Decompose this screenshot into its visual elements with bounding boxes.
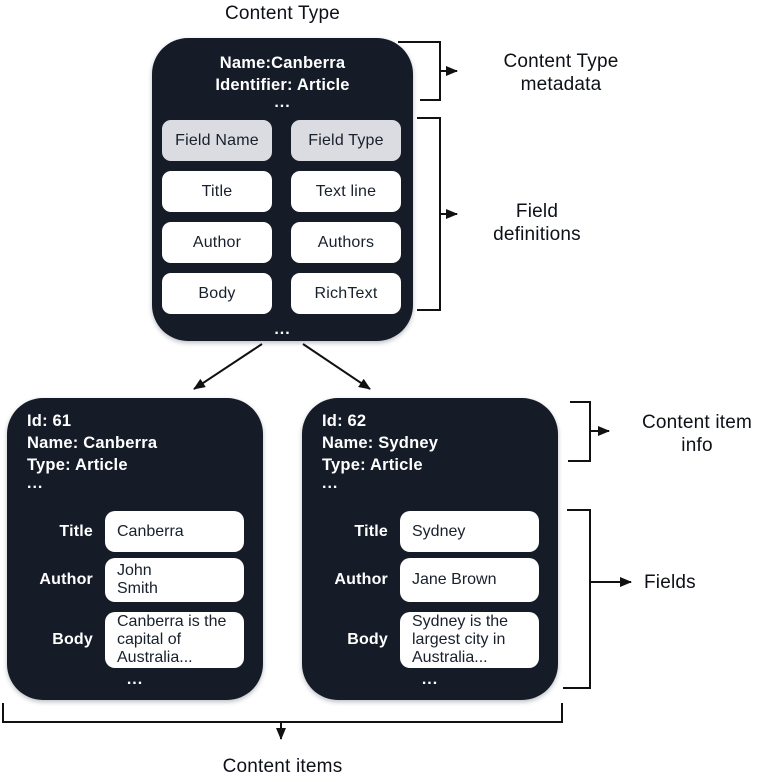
field-label: Title [59,522,93,540]
label-fields: Fields [644,572,696,593]
field-value: Jane Brown [400,558,539,602]
field-type-cell: Text line [291,171,401,212]
item-fields-ellipsis: ... [421,671,439,688]
content-type-name: Name:Canberra [219,54,346,72]
content-type-box: Name:Canberra Identifier: Article ... Fi… [152,38,413,341]
item-info-ellipsis: ... [27,475,44,492]
item-info-ellipsis: ... [322,475,339,492]
item-info-bracket [568,401,591,462]
field-label: Author [334,571,388,588]
content-type-metadata-lines: Name:Canberra Identifier: Article [152,52,413,96]
item-name: Name: Sydney [322,434,439,452]
field-type-cell: RichText [291,273,401,314]
field-row-body: Body Canberra is the capital of Australi… [7,612,263,668]
item-id: Id: 61 [27,412,72,430]
arrow-to-item-1 [193,343,263,390]
field-value: John Smith [105,558,244,602]
item-type: Type: Article [27,456,128,474]
content-item-info: Id: 62 Name: Sydney Type: Article ... [302,398,558,492]
field-label: Author [39,571,93,588]
arrow-to-item-2 [302,343,371,390]
field-type-cell: Authors [291,222,401,263]
field-row-title: Title Sydney [302,511,558,552]
field-label: Body [52,631,93,648]
content-type-identifier: Identifier: Article [215,76,350,94]
item-id: Id: 62 [322,412,367,430]
fields-bracket [563,509,591,689]
field-name-cell: Body [162,273,272,314]
field-row-body: Body Sydney is the largest city in Austr… [302,612,558,668]
field-type-header: Field Type [291,120,401,161]
field-value: Sydney [400,511,539,552]
field-value: Canberra [105,511,244,552]
field-definition-table: Field Name Field Type Title Text line Au… [152,120,413,314]
field-name-cell: Author [162,222,272,263]
label-field-definitions: Field definitions [493,201,581,245]
content-item-info: Id: 61 Name: Canberra Type: Article ... [7,398,263,492]
content-item-box-62: Id: 62 Name: Sydney Type: Article ... Ti… [302,398,558,700]
content-item-box-61: Id: 61 Name: Canberra Type: Article ... … [7,398,263,700]
item-name: Name: Canberra [27,434,158,452]
item-fields: Title Canberra Author John Smith Body Ca… [7,511,263,668]
field-label: Title [354,522,388,540]
field-label: Body [347,631,388,648]
label-content-type-metadata: Content Type metadata [503,51,619,95]
field-value: Canberra is the capital of Australia... [105,612,244,668]
field-row-title: Title Canberra [7,511,263,552]
metadata-ellipsis: ... [274,94,291,111]
label-content-items: Content items [222,756,343,777]
field-value: Sydney is the largest city in Australia.… [400,612,539,668]
field-definitions-bracket [417,117,441,311]
diagram-title: Content Type [224,3,341,24]
field-row-author: Author Jane Brown [302,558,558,602]
content-items-bracket [2,703,563,723]
field-row-author: Author John Smith [7,558,263,602]
fields-ellipsis: ... [274,321,291,338]
field-name-header: Field Name [162,120,272,161]
item-fields: Title Sydney Author Jane Brown Body Sydn… [302,511,558,668]
field-name-cell: Title [162,171,272,212]
item-type: Type: Article [322,456,423,474]
item-fields-ellipsis: ... [126,671,144,688]
label-content-item-info: Content item info [641,412,753,456]
